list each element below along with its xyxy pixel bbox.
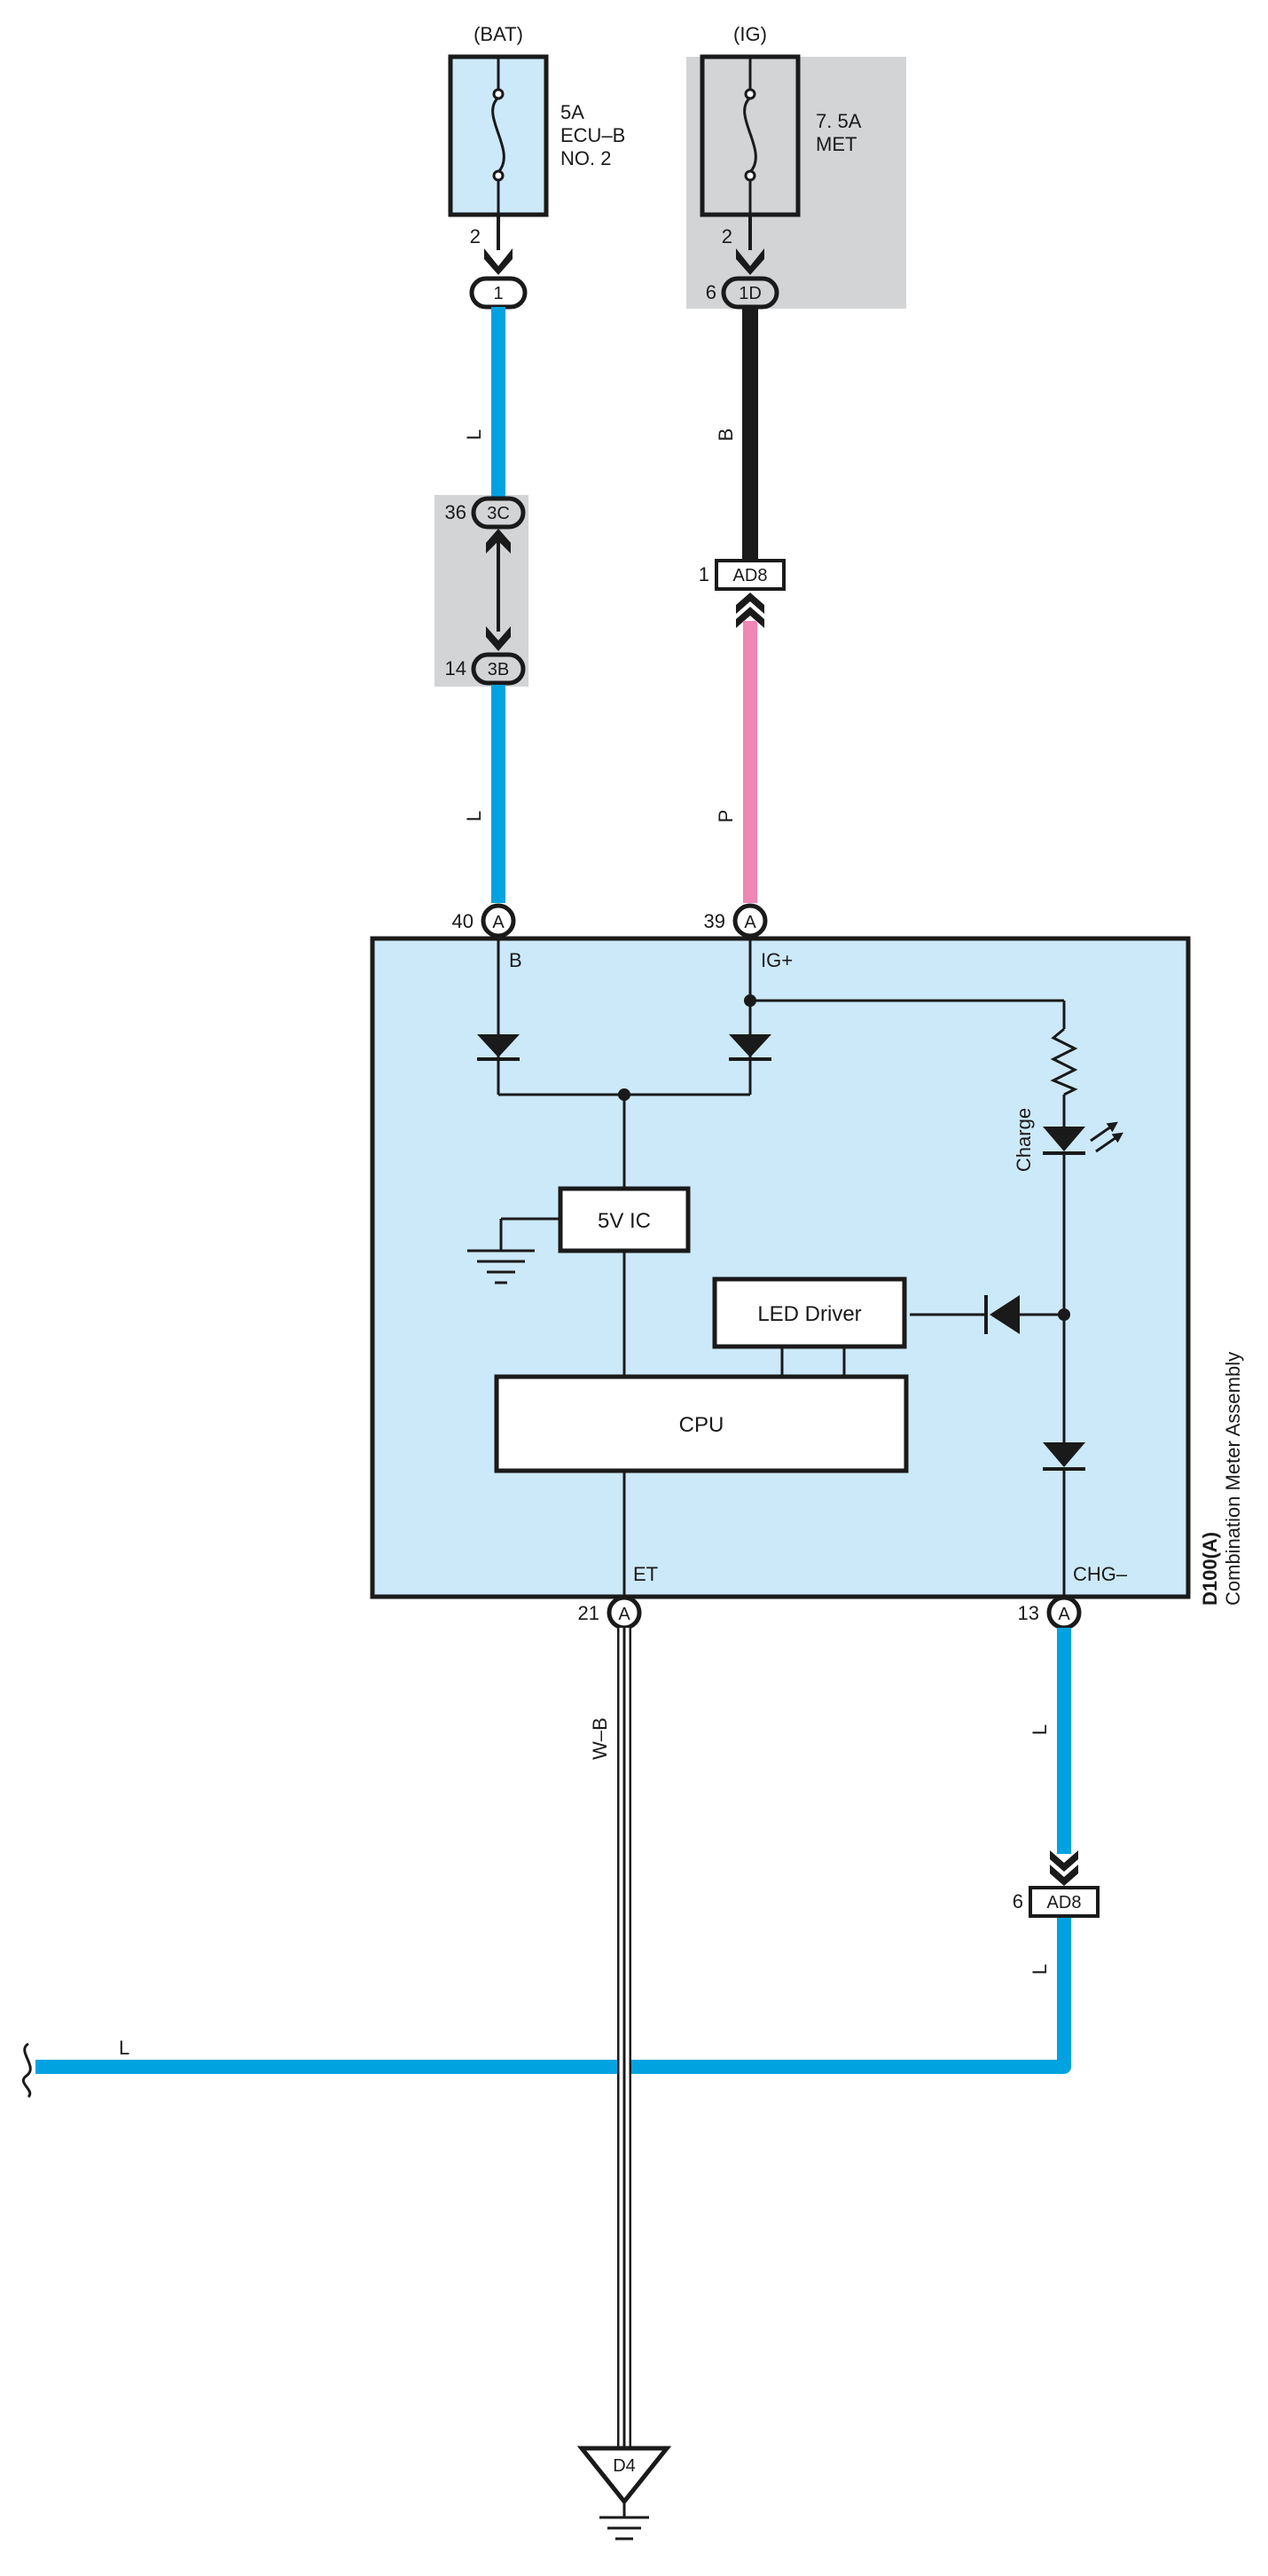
terminal-ig-name: IG+: [761, 949, 793, 971]
module-name: Combination Meter Assembly: [1222, 1352, 1244, 1606]
diode-led-driver-icon: [984, 1295, 1020, 1334]
bat-fuse-pin: 2: [470, 225, 481, 247]
terminal-ig-conn: A: [744, 913, 756, 932]
module-id: D100(A): [1199, 1532, 1221, 1606]
horizontal-wire: [35, 1916, 1071, 2074]
junction-3b-chevron-icon: [486, 626, 511, 651]
diode-chg-icon: [1043, 1442, 1085, 1471]
module-internal-wiring: [497, 936, 1066, 1597]
charge-led-icon: [1043, 1121, 1123, 1155]
horizontal-wire-label: L: [119, 2037, 129, 2059]
ad8-top-pin: 1: [699, 563, 709, 585]
ad8-bottom-pin: 6: [1013, 1890, 1023, 1912]
junction-3c: [471, 496, 526, 530]
diode-b-icon: [477, 1034, 520, 1061]
ig-connector-pin: 6: [706, 281, 716, 303]
ig-wire-upper-label: B: [715, 428, 737, 442]
bat-fuse-name-2: NO. 2: [560, 147, 611, 169]
charge-lamp-label: Charge: [1013, 1108, 1035, 1172]
terminal-et-pin: 21: [578, 1602, 599, 1624]
terminal-chg-name: CHG–: [1073, 1563, 1128, 1585]
regulator-label: 5V IC: [598, 1209, 651, 1233]
terminal-et-name: ET: [633, 1563, 658, 1585]
ig-wire-lower-label: P: [715, 810, 737, 823]
ig-fuse-icon: [743, 57, 757, 215]
terminal-b-conn: A: [492, 913, 505, 932]
junction-3b-pin: 14: [445, 657, 466, 679]
ig-fuse-name: MET: [816, 133, 857, 155]
ground-symbol-icon: [467, 1249, 535, 1284]
wire-break-icon: [21, 2042, 32, 2099]
ig-chevron-icon: [736, 248, 764, 275]
junction-dot-charge: [1058, 1308, 1070, 1321]
cpu-label: CPU: [679, 1413, 724, 1437]
ad8-top-chevron-icon: [736, 593, 764, 628]
ad8-bottom-chevron-icon: [1050, 1850, 1078, 1886]
chg-wire-lower-label: L: [1029, 1964, 1051, 1975]
ad8-top-connector: [715, 559, 786, 591]
junction-3c-pin: 36: [445, 501, 466, 523]
chg-wire-upper-label: L: [1029, 1724, 1051, 1735]
terminal-chg-conn: A: [1058, 1605, 1070, 1624]
combination-meter-module: [370, 936, 1191, 1599]
diode-ig-icon: [729, 1034, 771, 1061]
ground-point-label: D4: [613, 2456, 636, 2476]
ad8-bottom-connector: [1029, 1886, 1100, 1918]
ig-fuse-pin: 2: [722, 225, 732, 247]
cpu-block: [494, 1374, 909, 1473]
bat-chevron-icon: [484, 248, 513, 275]
ground-point-d4-icon: [576, 2446, 672, 2506]
terminal-et-conn: A: [618, 1605, 630, 1624]
ground-d4-symbol-icon: [599, 2501, 649, 2541]
bat-wire-upper-label: L: [463, 429, 485, 440]
regulator-5v-ic: [558, 1186, 691, 1253]
et-wire-label: W–B: [589, 1717, 611, 1760]
terminal-b-name: B: [509, 949, 522, 971]
bat-fuse-icon: [491, 57, 505, 215]
junction-3c-label: 3C: [487, 504, 510, 523]
junction-3b: [471, 652, 526, 686]
junction-dot-ig: [744, 994, 756, 1007]
ad8-top-label: AD8: [733, 566, 768, 585]
ig-connector-label: 1D: [739, 284, 762, 303]
junction-3b-label: 3B: [488, 660, 509, 679]
ig-supply-label: (IG): [733, 23, 767, 45]
bat-connector-label: 1: [493, 284, 503, 303]
ad8-bottom-label: AD8: [1047, 1893, 1082, 1912]
junction-dot-supply: [618, 1088, 630, 1101]
bat-fuse-rating: 5A: [560, 101, 584, 123]
bat-supply-label: (BAT): [474, 23, 523, 45]
led-driver: [712, 1276, 907, 1349]
terminal-b-pin: 40: [452, 910, 474, 932]
bat-fuse-name: ECU–B: [560, 124, 625, 146]
terminal-ig-pin: 39: [704, 910, 725, 932]
led-driver-label: LED Driver: [757, 1302, 861, 1326]
ig-fuse-rating: 7. 5A: [816, 110, 862, 132]
terminal-chg-pin: 13: [1018, 1602, 1039, 1624]
resistor-icon: [1050, 1027, 1078, 1096]
bat-wire-lower-label: L: [463, 811, 485, 821]
